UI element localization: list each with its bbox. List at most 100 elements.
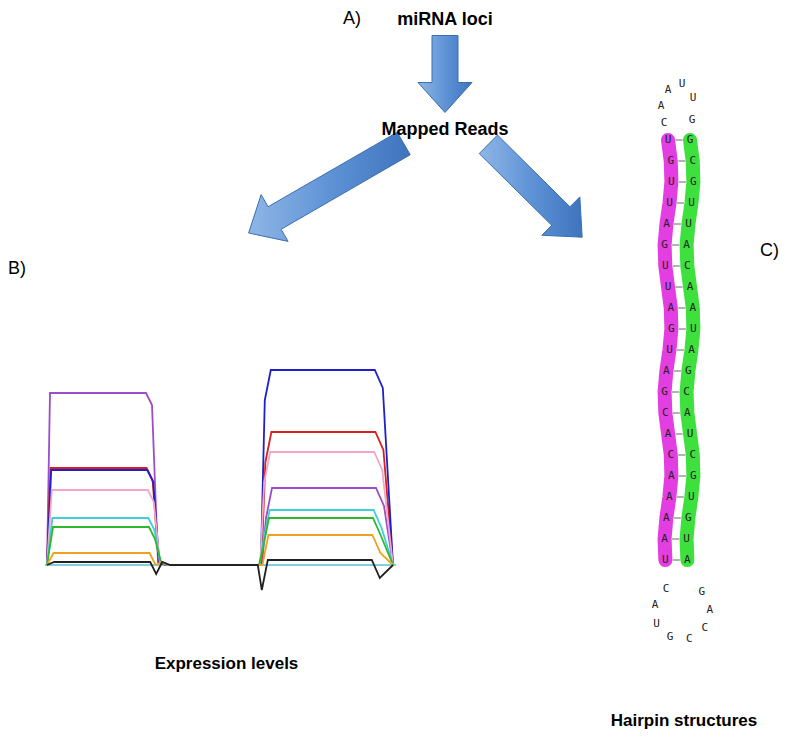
nucleotide: G <box>661 239 668 251</box>
block-arrow <box>479 135 582 237</box>
nucleotide: U <box>688 197 695 209</box>
nucleotide: A <box>665 84 672 96</box>
nucleotide: U <box>666 197 673 209</box>
block-arrow <box>249 132 411 241</box>
nucleotide: C <box>686 633 693 645</box>
node-text: Mapped Reads <box>381 119 508 140</box>
nucleotide: G <box>668 323 675 335</box>
base-pair <box>678 161 685 162</box>
nucleotide: A <box>683 239 690 251</box>
nucleotide: U <box>688 491 695 503</box>
nucleotide: A <box>663 512 670 524</box>
nucleotide: G <box>667 631 674 643</box>
nucleotide: G <box>690 176 697 188</box>
nucleotide: A <box>668 470 675 482</box>
nucleotide: A <box>661 533 668 545</box>
nucleotide: C <box>661 117 668 129</box>
base-pair <box>672 245 679 246</box>
nucleotide: A <box>684 407 691 419</box>
nucleotide: C <box>683 386 690 398</box>
nucleotide: C <box>702 622 709 634</box>
nucleotide: U <box>653 618 660 630</box>
nucleotide: U <box>685 218 692 230</box>
base-pair <box>674 224 681 225</box>
nucleotide: A <box>687 281 694 293</box>
base-pair <box>678 455 685 456</box>
expression-line <box>47 393 393 565</box>
panel-label: C) <box>760 240 779 261</box>
base-pair <box>674 371 681 372</box>
source-label: miRNA loci <box>393 7 496 32</box>
nucleotide: A <box>665 428 672 440</box>
nucleotide: A <box>707 604 714 616</box>
nucleotide: G <box>698 586 705 598</box>
expression-line <box>47 518 393 565</box>
expression-line <box>47 510 393 565</box>
nucleotide: U <box>690 323 697 335</box>
nucleotide: C <box>662 407 669 419</box>
base-pair <box>674 518 681 519</box>
nucleotide: U <box>665 134 672 146</box>
panel-label: A) <box>343 8 361 29</box>
nucleotide: C <box>689 155 696 167</box>
nucleotide: A <box>684 554 691 566</box>
structure-panel: Hairpin structures <box>585 75 783 735</box>
base-pair <box>677 203 684 204</box>
nucleotide: A <box>689 302 696 314</box>
nucleotide: U <box>666 344 673 356</box>
nucleotide: C <box>663 583 670 595</box>
expression-line <box>47 432 393 565</box>
base-pair <box>673 560 680 561</box>
nucleotide: A <box>658 100 665 112</box>
nucleotide: G <box>685 512 692 524</box>
base-pair <box>676 434 683 435</box>
process-label: Mapped Reads <box>377 117 512 142</box>
base-pair <box>676 287 683 288</box>
nucleotide: G <box>667 155 674 167</box>
nucleotide: U <box>662 260 669 272</box>
base-pair <box>678 308 685 309</box>
nucleotide: U <box>662 554 669 566</box>
nucleotide: U <box>690 92 697 104</box>
nucleotide: G <box>687 134 694 146</box>
base-pair <box>673 266 680 267</box>
expression-line <box>47 560 393 590</box>
nucleotide: G <box>690 470 697 482</box>
node-text: Hairpin structures <box>585 711 783 731</box>
block-arrow <box>418 36 472 113</box>
nucleotide: A <box>666 491 673 503</box>
base-pair <box>679 329 686 330</box>
nucleotide: G <box>661 386 668 398</box>
expression-line <box>47 452 393 565</box>
base-pair <box>673 413 680 414</box>
node-text: miRNA loci <box>397 9 492 30</box>
nucleotide: C <box>668 449 675 461</box>
nucleotide: C <box>690 449 697 461</box>
nucleotide: U <box>683 533 690 545</box>
base-pair <box>676 140 683 141</box>
base-pair <box>677 350 684 351</box>
base-pair <box>672 392 679 393</box>
panel-label: B) <box>8 258 26 279</box>
base-pair <box>679 476 686 477</box>
nucleotide: U <box>687 428 694 440</box>
nucleotide: A <box>663 365 670 377</box>
plot-panel: Expression levels <box>40 235 413 680</box>
base-pair <box>677 497 684 498</box>
nucleotide: C <box>684 260 691 272</box>
node-text: Expression levels <box>40 654 413 674</box>
nucleotide: U <box>668 176 675 188</box>
base-pair <box>679 182 686 183</box>
nucleotide: A <box>667 302 674 314</box>
nucleotide: U <box>665 281 672 293</box>
nucleotide: G <box>689 114 696 126</box>
nucleotide: U <box>679 78 686 90</box>
expression-line <box>47 370 393 565</box>
nucleotide: A <box>663 218 670 230</box>
nucleotide: A <box>652 599 659 611</box>
nucleotide: G <box>685 365 692 377</box>
nucleotide: A <box>688 344 695 356</box>
base-pair <box>672 539 679 540</box>
